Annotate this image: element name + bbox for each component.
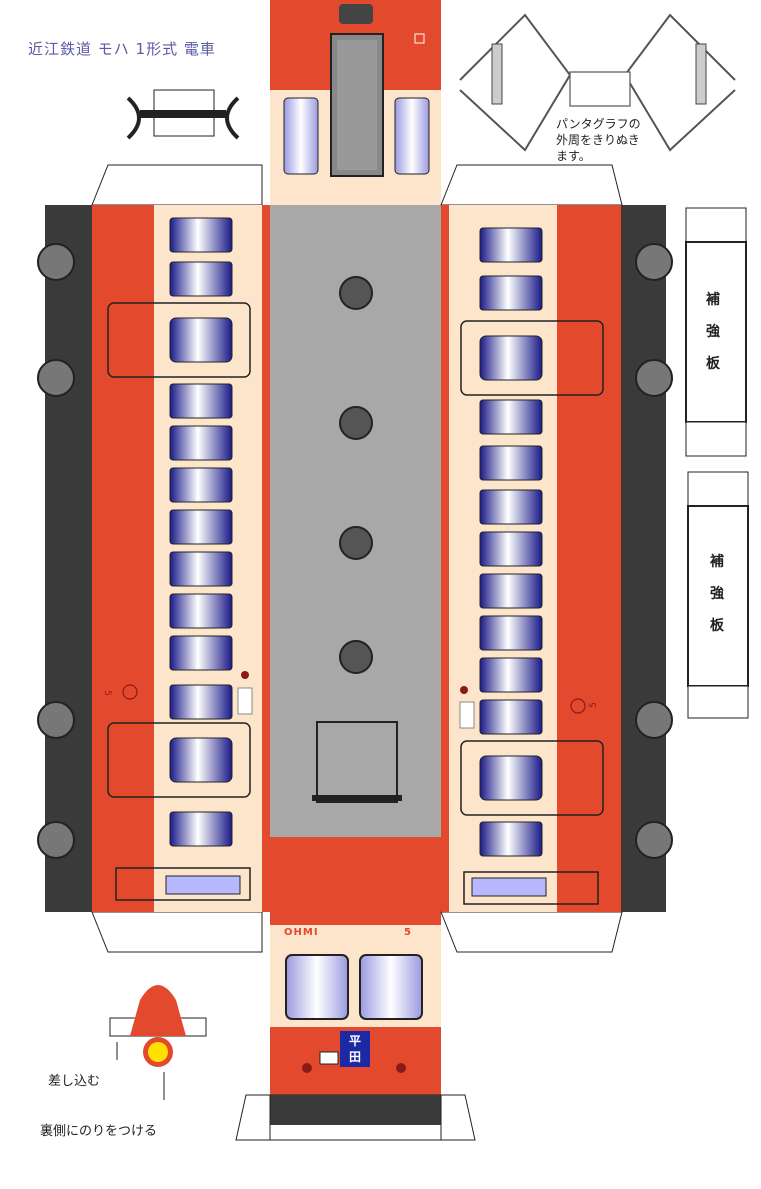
side-markings	[122, 671, 586, 729]
window	[479, 445, 543, 481]
window	[169, 217, 233, 253]
window	[169, 467, 233, 503]
window	[479, 573, 543, 609]
bogies-left	[37, 243, 75, 859]
window	[169, 737, 233, 783]
window	[479, 335, 543, 381]
window	[479, 489, 543, 525]
front-end-markings	[302, 1051, 406, 1073]
window	[479, 615, 543, 651]
bogies-right	[635, 243, 673, 859]
plate-a-char-1: 補	[706, 292, 720, 308]
window	[169, 261, 233, 297]
window	[169, 684, 233, 720]
left-side-windows	[165, 217, 241, 895]
pantograph-part	[459, 13, 736, 152]
window	[479, 657, 543, 693]
window	[479, 227, 543, 263]
nose-part	[109, 985, 207, 1100]
plate-b-char-2: 強	[710, 586, 724, 602]
coupler-part-top	[126, 89, 240, 140]
window	[169, 317, 233, 363]
left-side-body	[45, 164, 270, 953]
window	[169, 551, 233, 587]
destination-board: 平 田	[340, 1031, 370, 1067]
destination-char-1: 平	[348, 1034, 361, 1048]
pantograph-note-line-3: ます。	[556, 149, 591, 163]
company-mark: OHMI	[284, 927, 319, 938]
plate-a-char-2: 強	[706, 324, 720, 340]
window	[479, 531, 543, 567]
window	[169, 509, 233, 545]
bottom-end-panel	[235, 925, 476, 1141]
pantograph-note-line-2: 外周をきりぬき	[556, 133, 640, 147]
reinforcement-label-a: 補 強 板	[703, 284, 723, 380]
pantograph-note: パンタグラフの 外周をきりぬき ます。	[556, 116, 666, 164]
window	[479, 821, 543, 857]
roof-ventilators	[339, 276, 373, 674]
destination-char-2: 田	[348, 1050, 361, 1064]
top-end-panel	[270, 0, 441, 206]
window	[169, 811, 233, 847]
side-number-left: 5	[101, 690, 112, 696]
window	[169, 425, 233, 461]
window	[479, 755, 543, 801]
glue-note: 裏側にのりをつける	[40, 1124, 158, 1139]
plate-b-char-1: 補	[710, 554, 724, 570]
window	[471, 877, 547, 897]
door-outlines	[107, 302, 604, 905]
window	[479, 275, 543, 311]
insert-note: 差し込む	[48, 1074, 101, 1089]
right-side-body	[440, 164, 666, 953]
window	[165, 875, 241, 895]
window	[169, 635, 233, 671]
window	[169, 593, 233, 629]
car-number: 5	[404, 927, 411, 938]
pantograph-note-line-1: パンタグラフの	[556, 117, 641, 131]
window	[479, 399, 543, 435]
reinforcement-plates	[685, 207, 749, 719]
window	[479, 699, 543, 735]
sheet-title: 近江鉄道 モハ 1形式 電車	[28, 40, 216, 58]
roof	[270, 205, 441, 925]
plate-a-char-3: 板	[706, 356, 720, 372]
window	[169, 383, 233, 419]
right-side-windows	[471, 227, 547, 897]
side-number-right: 5	[588, 702, 599, 708]
plate-b-char-3: 板	[710, 618, 724, 634]
reinforcement-label-b: 補 強 板	[707, 546, 727, 642]
